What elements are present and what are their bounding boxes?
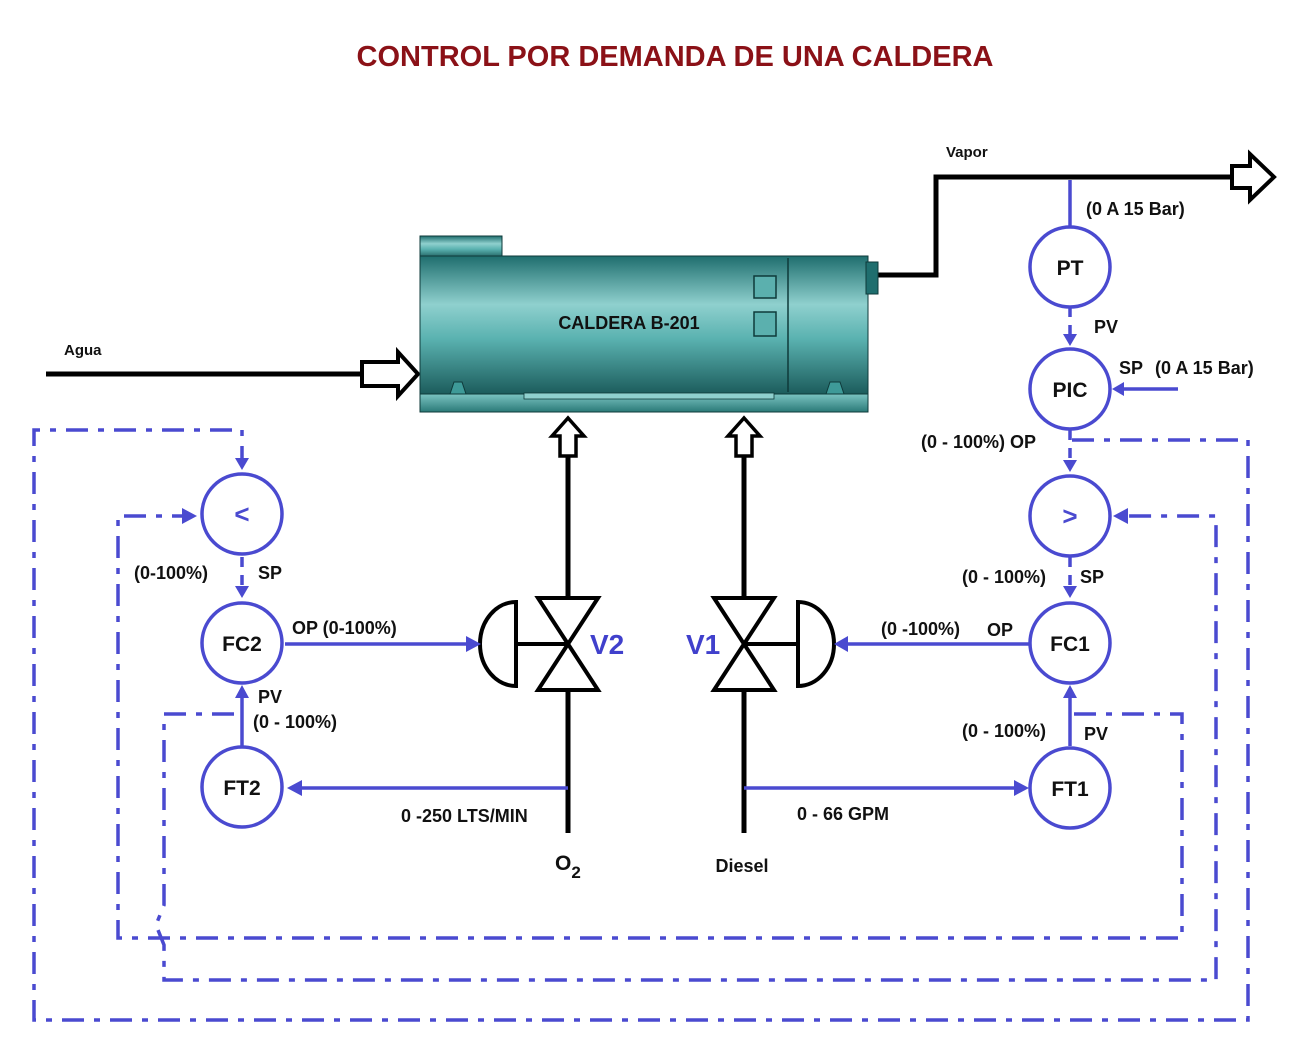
low-selector-side-arrow [182,508,197,524]
steam-outlet-pipe [876,149,1277,278]
ft1-to-fc1-arrow [1063,685,1077,698]
svg-text:PIC: PIC [1052,379,1087,402]
fc2-pv-label: PV [258,687,282,707]
steam-label: Vapor [946,144,988,161]
instrument-pic: PIC [1028,347,1112,431]
ft1-pv-range-label: (0 - 100%) [962,721,1046,741]
instrument-ft1: FT1 [1028,746,1112,830]
pt-to-pic-arrow [1063,334,1077,346]
diesel-to-ft1-arrow [1014,780,1029,796]
high-selector-side-arrow [1113,508,1128,524]
diesel-label: Diesel [715,856,768,876]
fc2-to-v2-arrow [466,636,481,652]
fc1-op-label: OP [987,620,1013,640]
fc1-to-v1-arrow [834,636,848,652]
fc2-op-label: OP (0-100%) [292,618,397,638]
pic-to-high-selector-arrow [1063,460,1077,472]
instrument-fc1: FC1 [1028,601,1112,685]
pt-pv-label: PV [1094,317,1118,337]
svg-text:FT2: FT2 [223,777,260,800]
svg-text:FC1: FC1 [1050,633,1090,656]
water-inlet-pipe [46,346,421,402]
diesel-line [724,415,764,833]
fc1-sp-label: SP [1080,567,1104,587]
oxygen-label: O2 [555,852,581,882]
instrument-ft2: FT2 [200,745,284,829]
fc2-sp-label: SP [258,563,282,583]
ft2-range-label: 0 -250 LTS/MIN [401,806,528,826]
fc2-sp-range-label: (0-100%) [134,563,208,583]
pic-sp-range-label: (0 A 15 Bar) [1155,358,1254,378]
oxygen-to-ft2-arrow [287,780,302,796]
instrument-low-selector: < [200,472,284,556]
svg-text:>: > [1062,501,1077,531]
instrument-pt: PT [1028,225,1112,309]
valve-v2 [478,596,602,692]
boiler-label: CALDERA B-201 [558,313,699,333]
svg-text:<: < [234,499,249,529]
low-selector-to-fc2-arrow [235,586,249,598]
valve-v2-tag: V2 [590,629,624,660]
fc2-pv-range-label: (0 - 100%) [253,712,337,732]
fc1-sp-range-label: (0 - 100%) [962,567,1046,587]
boiler-b201 [419,235,879,413]
pt-range-label: (0 A 15 Bar) [1086,199,1185,219]
pic-op-label: (0 - 100%) OP [921,432,1036,452]
svg-text:FC2: FC2 [222,633,262,656]
pic-sp-arrow [1112,382,1124,396]
oxygen-line [548,415,588,833]
high-selector-to-fc1-arrow [1063,586,1077,598]
pic-op-to-low-selector [32,428,1250,1022]
valve-v1 [710,596,836,692]
valve-v1-tag: V1 [686,629,720,660]
ft2-pv-to-high-selector [154,514,1218,982]
instrument-fc2: FC2 [200,601,284,685]
instrument-high-selector: > [1028,474,1112,558]
ft2-to-fc2-arrow [235,685,249,698]
water-label: Agua [64,342,102,359]
pic-sp-label: SP [1119,358,1143,378]
svg-text:PT: PT [1057,257,1084,280]
fc1-op-range-label: (0 -100%) [881,619,960,639]
svg-text:FT1: FT1 [1051,778,1089,801]
ft1-pv-label: PV [1084,724,1108,744]
page-title: CONTROL POR DEMANDA DE UNA CALDERA [357,41,994,73]
ft1-range-label: 0 - 66 GPM [797,804,889,824]
ft1-pv-to-low-selector [116,514,1184,940]
low-selector-top-arrow [235,458,249,470]
